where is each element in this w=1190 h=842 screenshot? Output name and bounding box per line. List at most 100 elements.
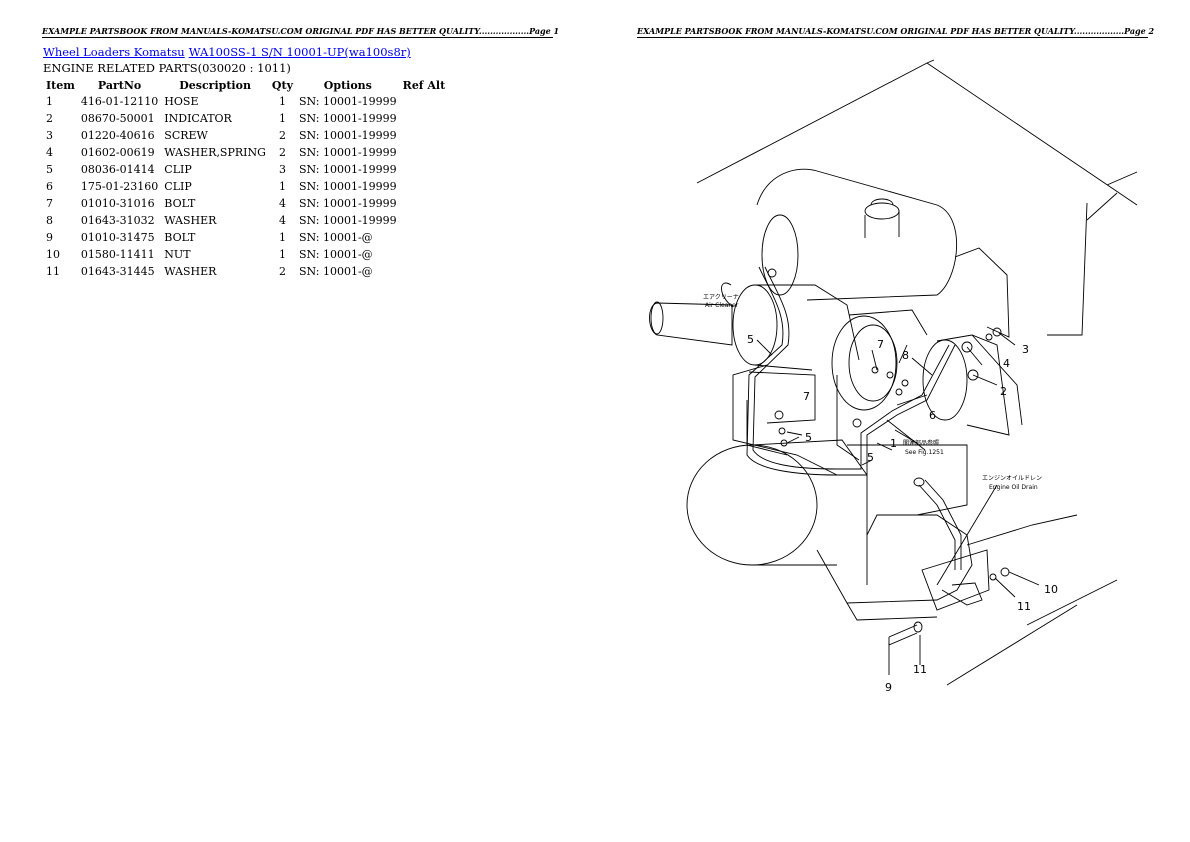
breadcrumb-link-category[interactable]: Wheel Loaders Komatsu xyxy=(43,45,185,59)
cell-description: CLIP xyxy=(164,163,192,176)
callout-5: 5 xyxy=(805,431,812,444)
see-fig-label-en: See Fig.1251 xyxy=(905,449,944,456)
table-row: 3 01220-40616 SCREW 2 SN: 10001-19999 xyxy=(43,127,448,144)
cell-item: 2 xyxy=(46,112,53,125)
cell-qty: 1 xyxy=(278,248,286,261)
cell-options: SN: 10001-@ xyxy=(298,248,373,261)
table-row: 4 01602-00619 WASHER,SPRING 2 SN: 10001-1999… xyxy=(43,144,448,161)
cell-item: 3 xyxy=(46,129,53,142)
cell-ref-alt xyxy=(400,127,449,144)
cell-options: SN: 10001-19999 xyxy=(298,146,397,159)
page-1-header: EXAMPLE PARTSBOOK FROM MANUALS-KOMATSU.C… xyxy=(42,26,560,38)
table-row: 10 01580-11411 NUT 1 SN: 10001-@ xyxy=(43,246,448,263)
cell-qty: 4 xyxy=(278,197,286,210)
cell-partno: 416-01-12110 xyxy=(80,95,159,108)
page-2-header: EXAMPLE PARTSBOOK FROM MANUALS-KOMATSU.C… xyxy=(637,26,1155,38)
cell-description: NUT xyxy=(164,248,191,261)
cell-partno: 08036-01414 xyxy=(80,163,155,176)
column-header-description: Description xyxy=(179,78,251,92)
callout-9: 9 xyxy=(885,681,892,694)
cell-description: BOLT xyxy=(164,197,196,210)
cell-partno: 01220-40616 xyxy=(80,129,155,142)
callout-7: 7 xyxy=(877,338,884,351)
callout-5: 5 xyxy=(867,451,874,464)
cell-options: SN: 10001-19999 xyxy=(298,112,397,125)
cell-partno: 08670-50001 xyxy=(80,112,155,125)
table-header-row: Item PartNo Description Qty Options Ref … xyxy=(43,77,448,93)
cell-description: WASHER xyxy=(164,265,217,278)
cell-qty: 1 xyxy=(278,180,286,193)
cell-item: 6 xyxy=(46,180,53,193)
callout-8: 8 xyxy=(902,349,909,362)
callout-11: 11 xyxy=(913,663,927,676)
table-row: 11 01643-31445 WASHER 2 SN: 10001-@ xyxy=(43,263,448,280)
callout-6: 6 xyxy=(929,409,936,422)
callout-1: 1 xyxy=(890,437,897,450)
air-cleaner-label-en: Air Cleaner xyxy=(705,302,739,309)
cell-qty: 2 xyxy=(278,265,286,278)
cell-options: SN: 10001-19999 xyxy=(298,95,397,108)
callout-11: 11 xyxy=(1017,600,1031,613)
cell-item: 10 xyxy=(46,248,60,261)
cell-item: 5 xyxy=(46,163,53,176)
cell-qty: 1 xyxy=(278,231,286,244)
cell-description: WASHER,SPRING xyxy=(164,146,266,159)
cell-ref-alt xyxy=(400,246,449,263)
cell-partno: 01602-00619 xyxy=(80,146,155,159)
callout-5: 5 xyxy=(747,333,754,346)
cell-ref-alt xyxy=(400,212,449,229)
oil-drain-label-en: Engine Oil Drain xyxy=(989,484,1038,491)
callout-2: 2 xyxy=(1000,385,1007,398)
cell-partno: 01580-11411 xyxy=(80,248,155,261)
cell-description: WASHER xyxy=(164,214,217,227)
cell-description: BOLT xyxy=(164,231,196,244)
cell-item: 1 xyxy=(46,95,53,108)
cell-ref-alt xyxy=(400,263,449,280)
cell-partno: 175-01-23160 xyxy=(80,180,159,193)
cell-partno: 01010-31016 xyxy=(80,197,155,210)
cell-ref-alt xyxy=(400,229,449,246)
cell-item: 11 xyxy=(46,265,60,278)
cell-description: SCREW xyxy=(164,129,208,142)
callout-3: 3 xyxy=(1022,343,1029,356)
column-header-item: Item xyxy=(46,78,75,92)
cell-options: SN: 10001-19999 xyxy=(298,214,397,227)
cell-ref-alt xyxy=(400,161,449,178)
cell-item: 4 xyxy=(46,146,53,159)
section-title: ENGINE RELATED PARTS(030020 : 1011) xyxy=(43,61,291,75)
cell-description: INDICATOR xyxy=(164,112,232,125)
cell-item: 9 xyxy=(46,231,53,244)
engine-parts-diagram: 1 2 3 4 5 5 5 6 7 7 8 9 10 11 11 エアクリーナ … xyxy=(649,59,1138,694)
cell-description: CLIP xyxy=(164,180,192,193)
breadcrumb-link-model[interactable]: WA100SS-1 S/N 10001-UP(wa100s8r) xyxy=(188,45,411,59)
column-header-ref-alt: Ref Alt xyxy=(402,78,446,92)
cell-options: SN: 10001-19999 xyxy=(298,129,397,142)
cell-description: HOSE xyxy=(164,95,199,108)
cell-qty: 1 xyxy=(278,95,286,108)
cell-partno: 01643-31445 xyxy=(80,265,155,278)
cell-qty: 2 xyxy=(278,129,286,142)
oil-drain-label-jp: エンジンオイルドレン xyxy=(982,475,1042,482)
cell-qty: 2 xyxy=(278,146,286,159)
cell-options: SN: 10001-@ xyxy=(298,265,373,278)
cell-qty: 4 xyxy=(278,214,286,227)
parts-table: Item PartNo Description Qty Options Ref … xyxy=(43,77,448,280)
table-row: 6 175-01-23160 CLIP 1 SN: 10001-19999 xyxy=(43,178,448,195)
see-fig-label-jp: 関連部品参照 xyxy=(903,439,939,447)
callout-7: 7 xyxy=(803,390,810,403)
cell-ref-alt xyxy=(400,178,449,195)
cell-ref-alt xyxy=(400,110,449,127)
cell-ref-alt xyxy=(400,195,449,212)
column-header-options: Options xyxy=(323,78,372,92)
callout-4: 4 xyxy=(1003,357,1010,370)
cell-options: SN: 10001-19999 xyxy=(298,163,397,176)
column-header-partno: PartNo xyxy=(97,78,142,92)
table-row: 1 416-01-12110 HOSE 1 SN: 10001-19999 xyxy=(43,93,448,110)
cell-options: SN: 10001-19999 xyxy=(298,180,397,193)
